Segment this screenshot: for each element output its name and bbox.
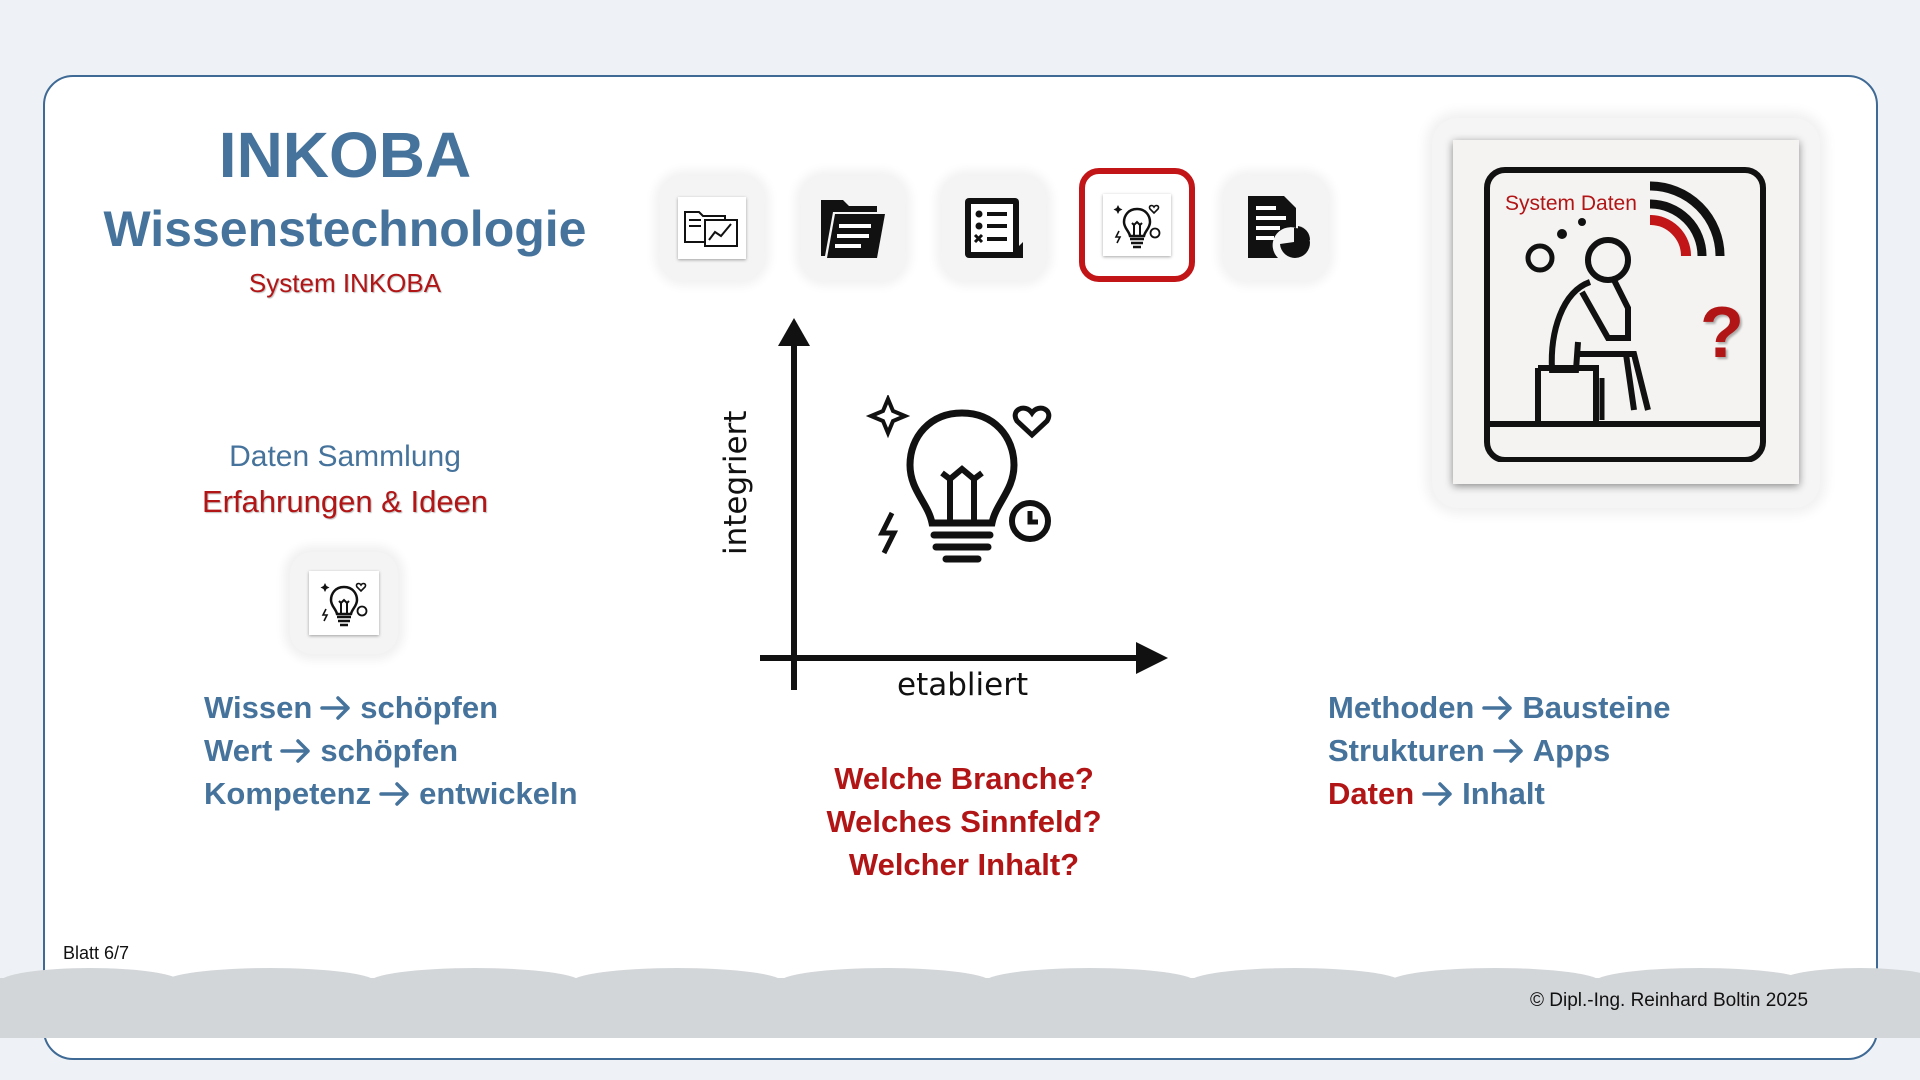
x-axis-label: etabliert [897,667,1029,703]
arrow-wrapper [1482,695,1514,721]
footer-band [0,968,1920,1038]
document-pie-icon [1248,196,1311,258]
arrow-right-icon [280,738,311,763]
list-item-from: Wert [204,733,273,768]
list-item-from: Kompetenz [204,776,372,811]
list-item-to: Apps [1532,733,1611,768]
list-item-to: schöpfen [320,733,459,768]
idea-bulb-icon [1113,204,1161,249]
idea-bulb-large-icon [865,395,1052,563]
checklist-icon [965,198,1023,258]
page-number: Blatt 6/7 [63,943,130,963]
document-pie-button[interactable] [1224,176,1328,280]
question-inhalt: Welcher Inhalt? [848,847,1080,882]
folder-chart-icon [684,211,738,247]
checklist-button[interactable] [942,176,1046,280]
folder-documents-button[interactable] [801,176,905,280]
daten-sammlung-label: Daten Sammlung [229,440,461,473]
arrow-right-icon [1422,781,1452,806]
system-daten-label: System Daten [1505,192,1637,215]
arrow-wrapper [379,781,411,807]
arrow-right-icon [379,781,409,806]
thinker-icon [1484,167,1766,462]
list-item-from: Wissen [204,690,313,725]
idea-bulb-icon [320,582,368,627]
list-item-from: Daten [1328,776,1415,811]
question-mark: ? [1700,293,1744,373]
arrow-right-icon [320,695,351,720]
questions-block: Welche Branche? Welches Sinnfeld? Welche… [770,757,1158,886]
page-title: INKOBA [218,119,472,191]
erfahrungen-label: Erfahrungen & Ideen [201,484,489,519]
axes-diagram [760,318,1168,690]
idea-bulb-button-selected[interactable] [1079,168,1195,282]
list-item-to: Bausteine [1522,690,1671,725]
list-item: Methoden Bausteine [1328,686,1671,729]
arrow-right-icon [1482,695,1513,720]
top-icon-strip [660,168,1340,282]
list-item-to: Inhalt [1462,776,1545,811]
list-item: Wert schöpfen [204,729,578,772]
question-branche: Welche Branche? [834,761,1094,796]
list-item-to: schöpfen [360,690,499,725]
arrow-wrapper [1493,738,1525,764]
system-label: System INKOBA [248,268,442,298]
arrow-wrapper [320,695,352,721]
arrow-wrapper [280,738,312,764]
question-sinnfeld: Welches Sinnfeld? [826,804,1102,839]
copyright: © Dipl.-Ing. Reinhard Boltin 2025 [1530,990,1809,1011]
list-item: Wissen schöpfen [204,686,578,729]
arrow-wrapper [1422,781,1454,807]
list-item: Daten Inhalt [1328,772,1671,815]
folder-documents-icon [821,200,885,258]
list-item-to: entwickeln [419,776,578,811]
page-subtitle: Wissenstechnologie [103,201,587,257]
y-axis-label: integriert [718,410,754,556]
list-item: Strukturen Apps [1328,729,1671,772]
idea-bulb-small-button[interactable] [290,552,398,654]
list-item-from: Methoden [1328,690,1475,725]
list-item: Kompetenz entwickeln [204,772,578,815]
arrow-right-icon [1493,738,1523,763]
list-item-from: Strukturen [1328,733,1485,768]
folder-chart-button[interactable] [660,176,764,280]
